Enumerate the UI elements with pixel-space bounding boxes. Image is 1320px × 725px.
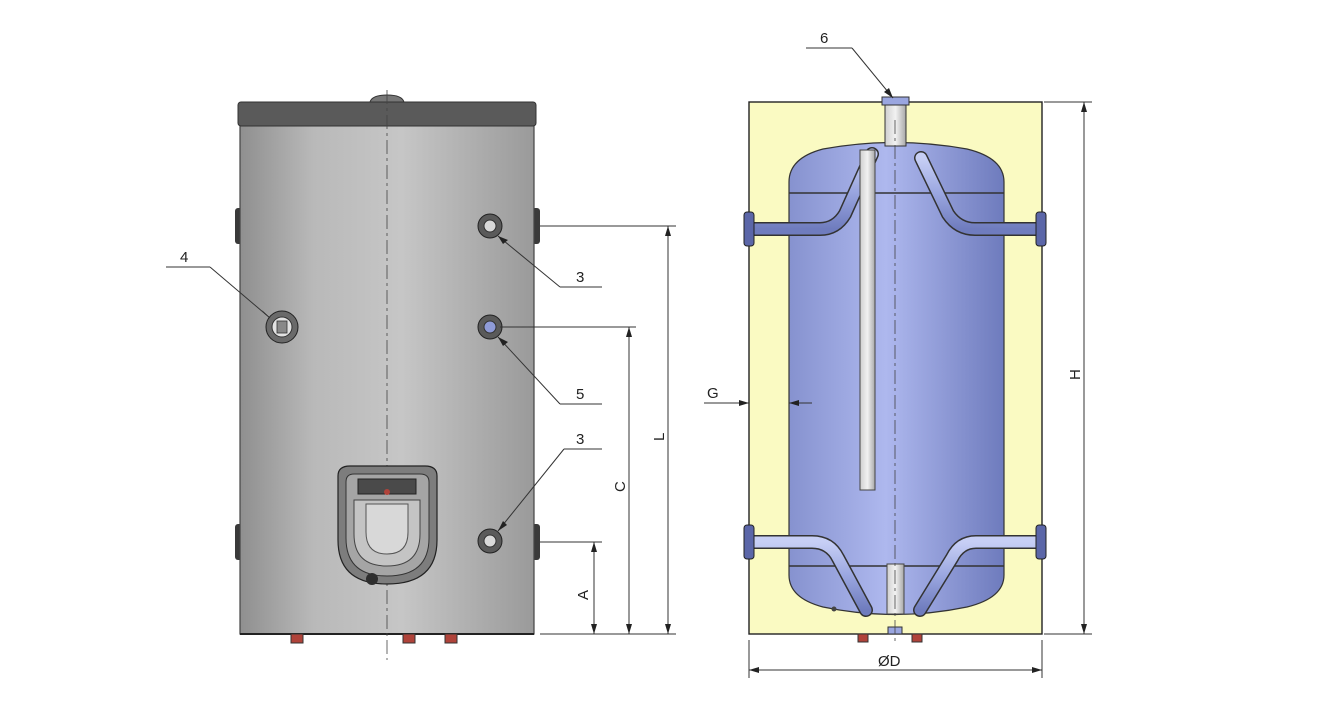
connection-5 (477, 314, 503, 340)
connection-3-bottom (477, 528, 503, 554)
callout-4-label: 4 (180, 249, 188, 266)
callout-5: 5 (497, 336, 602, 405)
dimension-L-label: L (651, 433, 668, 441)
inner-tank (788, 141, 1005, 616)
callout-3-top-label: 3 (576, 269, 584, 286)
callout-3-bottom-label: 3 (576, 431, 584, 448)
bottom-fitting (444, 633, 458, 644)
nozzle-cap (743, 211, 755, 247)
bottom-fitting (290, 633, 304, 644)
nozzle-cap (1035, 211, 1047, 247)
top-outlet-cap (881, 96, 910, 106)
callout-6-label: 6 (820, 30, 828, 47)
bottom-fitting (402, 633, 416, 644)
dimension-C: C (500, 326, 636, 634)
dimension-A-label: A (575, 590, 592, 600)
callout-5-label: 5 (576, 386, 584, 403)
callout-4: 4 (166, 249, 271, 319)
dimension-G: G (704, 385, 812, 406)
nozzle-cap (1035, 524, 1047, 560)
dimension-D: ØD (748, 640, 1043, 678)
bottom-fitting (911, 633, 923, 643)
callout-3-bottom: 3 (497, 431, 602, 532)
dimension-H-label: H (1067, 369, 1084, 380)
dimension-A: A (540, 541, 676, 635)
bottom-rod (886, 563, 905, 615)
dimension-D-label: ØD (878, 653, 901, 670)
bottom-fitting (857, 633, 869, 643)
nozzle-cap (743, 524, 755, 560)
external-view (235, 90, 540, 660)
dimension-G-label: G (707, 385, 719, 402)
connection-3-top (477, 213, 503, 239)
callout-6: 6 (806, 30, 894, 99)
connection-4 (265, 310, 299, 344)
section-view (743, 96, 1047, 645)
dimension-L: L (540, 225, 676, 634)
top-outlet-pipe (884, 99, 907, 147)
callout-3-top: 3 (497, 235, 602, 288)
dimension-C-label: C (612, 481, 629, 492)
anode-rod (859, 149, 876, 491)
inspection-flange (337, 465, 438, 585)
dimension-H: H (1044, 101, 1092, 635)
